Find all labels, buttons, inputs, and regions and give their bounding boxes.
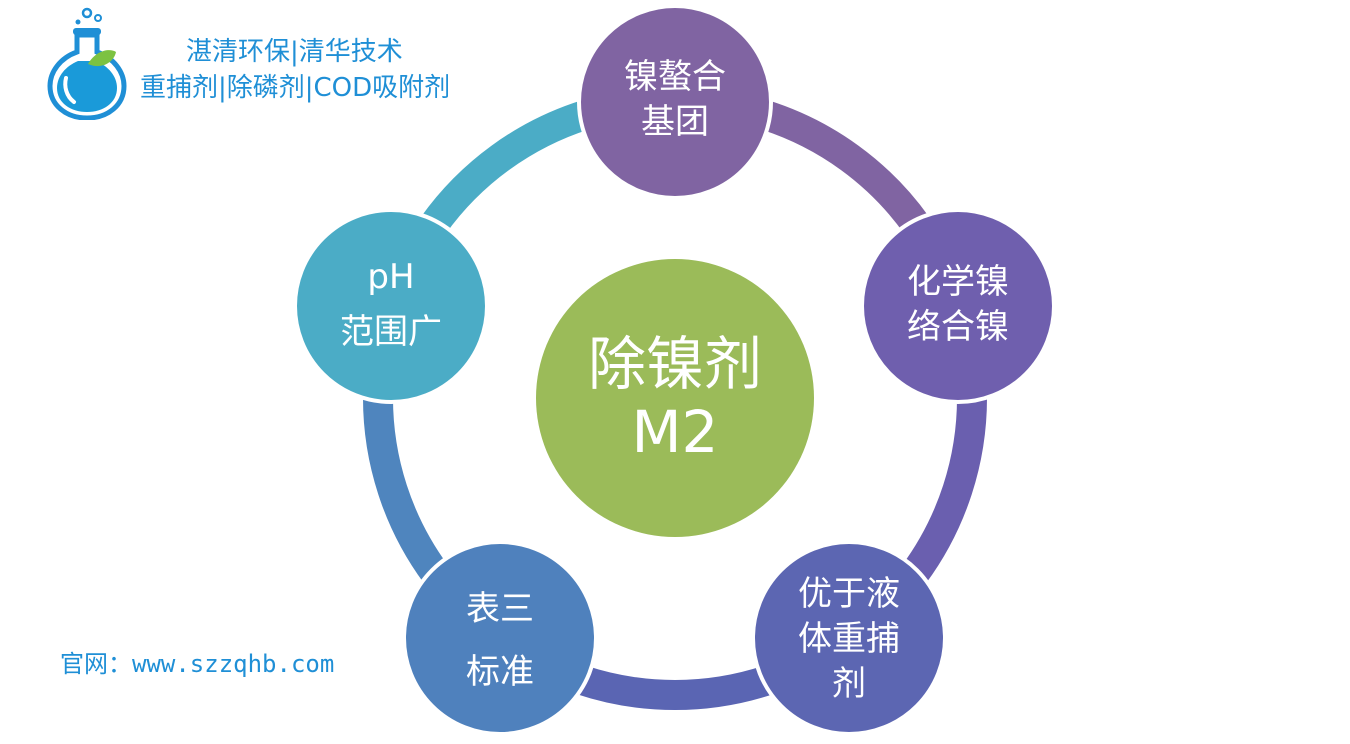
center-circle: 除镍剂 M2 bbox=[536, 259, 814, 537]
node-label-line: 基团 bbox=[641, 102, 709, 142]
logo-line-2: 重捕剂|除磷剂|COD吸附剂 bbox=[140, 73, 451, 103]
node-table3-standard: 表三 标准 bbox=[402, 540, 598, 736]
node-label-line: pH bbox=[367, 257, 414, 297]
logo-text: 湛清环保|清华技术 重捕剂|除磷剂|COD吸附剂 bbox=[140, 34, 450, 106]
node-better-than-liquid: 优于液 体重捕 剂 bbox=[751, 540, 947, 736]
website-link[interactable]: 官网：www.szzqhb.com bbox=[60, 650, 335, 678]
node-label-line: 体重捕 bbox=[798, 619, 900, 659]
node-label-line: 络合镍 bbox=[907, 307, 1009, 347]
node-chemical-nickel: 化学镍 络合镍 bbox=[860, 208, 1056, 404]
logo-line-1: 湛清环保|清华技术 bbox=[186, 37, 403, 67]
node-label-line: 化学镍 bbox=[907, 262, 1009, 302]
node-label-line: 标准 bbox=[466, 652, 534, 692]
node-label-line: 镍螯合 bbox=[624, 57, 726, 97]
node-label-line: 剂 bbox=[832, 664, 866, 704]
node-label-line: 优于液 bbox=[798, 574, 900, 614]
node-label-line: 范围广 bbox=[340, 312, 442, 352]
node-wide-ph: pH 范围广 bbox=[293, 208, 489, 404]
flask-icon bbox=[47, 7, 127, 120]
center-title-line-2: M2 bbox=[632, 398, 719, 466]
node-nickel-chelating-group: 镍螯合 基团 bbox=[577, 4, 773, 200]
node-label-line: 表三 bbox=[466, 589, 534, 629]
center-title-line-1: 除镍剂 bbox=[588, 330, 762, 398]
